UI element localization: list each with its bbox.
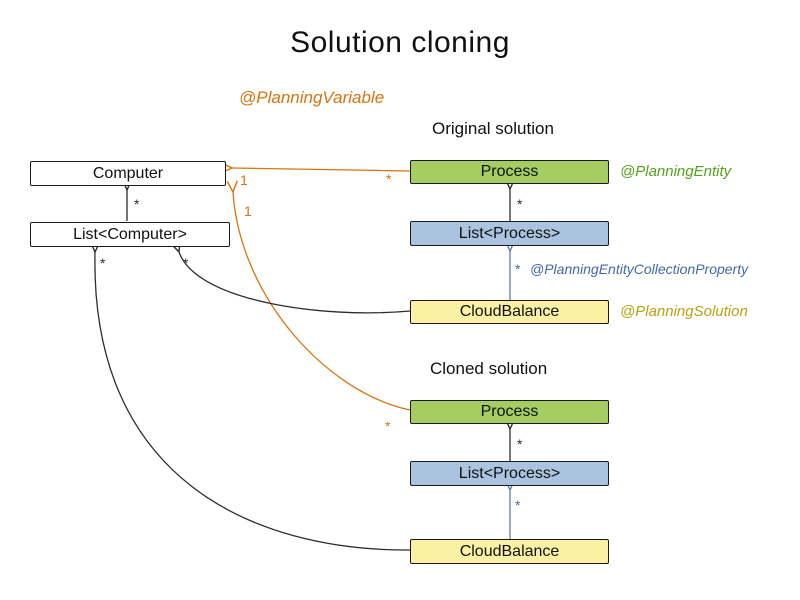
planning-variable-annotation: @PlanningVariable: [239, 88, 385, 107]
cloudbalance-cloned-box-label: CloudBalance: [459, 542, 560, 560]
multiplicity-process-cloned-target: 1: [244, 203, 252, 219]
original-solution-heading: Original solution: [432, 119, 554, 138]
list-computer-box: List<Computer>: [30, 222, 230, 247]
multiplicity-cloudbalance-cloned-to-list-computer: *: [100, 255, 106, 271]
arrow-process-original-to-computer: [220, 162, 411, 174]
multiplicity-process-original-source: *: [386, 171, 392, 187]
process-original-box-label: Process: [480, 163, 539, 180]
multiplicity-process-original-target: 1: [240, 172, 248, 188]
arrow-cloudbalance-original-to-list-computer: [170, 239, 411, 314]
multiplicity-list-computer-to-computer: *: [134, 196, 140, 212]
list-process-cloned-box-label: List<Process>: [458, 464, 561, 482]
computer-box-label: Computer: [92, 164, 164, 182]
multiplicity-list-process-original-to-process: *: [517, 196, 523, 212]
list-process-original-box-label: List<Process>: [458, 224, 561, 242]
process-original-box: Process: [410, 160, 609, 184]
multiplicity-cloudbalance-original-to-list-process: *: [515, 261, 521, 277]
cloudbalance-original-box-label: CloudBalance: [459, 303, 560, 320]
multiplicity-cloudbalance-original-to-list-computer: *: [183, 255, 189, 271]
multiplicity-process-cloned-source: *: [385, 418, 391, 434]
arrow-process-cloned-to-computer: [226, 180, 411, 411]
computer-box: Computer: [30, 161, 226, 186]
diagram-title: Solution cloning: [290, 26, 510, 59]
process-cloned-box: Process: [410, 400, 609, 424]
list-computer-box-label: List<Computer>: [73, 225, 187, 243]
planning-entity-collection-property-annotation: @PlanningEntityCollectionProperty: [530, 261, 749, 277]
list-process-cloned-box: List<Process>: [410, 461, 609, 486]
planning-entity-annotation: @PlanningEntity: [620, 163, 732, 180]
list-process-original-box: List<Process>: [410, 221, 609, 246]
multiplicity-list-process-cloned-to-process: *: [517, 436, 523, 452]
planning-solution-annotation: @PlanningSolution: [620, 303, 748, 320]
process-cloned-box-label: Process: [480, 403, 539, 420]
arrow-cloudbalance-cloned-to-list-computer: [89, 240, 411, 551]
cloudbalance-original-box: CloudBalance: [410, 300, 609, 324]
cloudbalance-cloned-box: CloudBalance: [410, 539, 609, 564]
multiplicity-cloudbalance-cloned-to-list-process: *: [515, 497, 521, 513]
cloned-solution-heading: Cloned solution: [430, 359, 548, 378]
